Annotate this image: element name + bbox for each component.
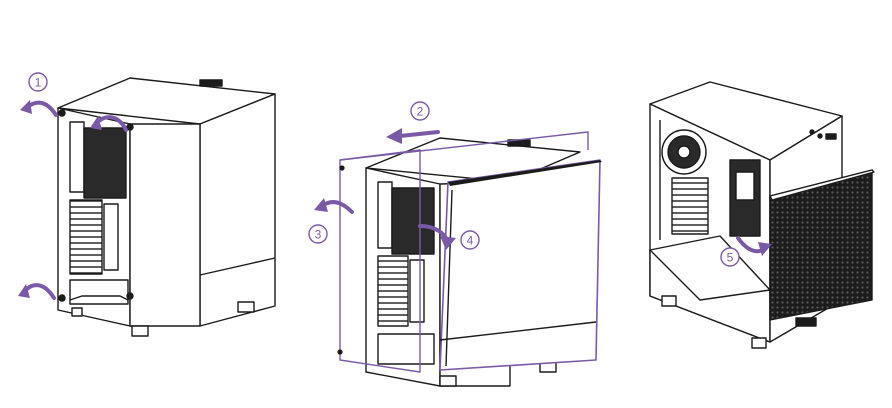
step-badge-5: 5	[720, 247, 740, 267]
curved-arrow-icon	[20, 100, 58, 117]
case-panel-removal-view	[337, 131, 602, 387]
thumbscrew-icon	[339, 165, 345, 171]
straight-arrow-icon	[386, 128, 440, 144]
svg-text:2: 2	[417, 105, 424, 119]
svg-text:5: 5	[727, 251, 734, 265]
step-badge-2: 2	[410, 101, 430, 121]
case-front-panel-view	[649, 81, 875, 349]
curved-arrow-icon	[736, 236, 772, 256]
curved-arrow-icon	[314, 198, 354, 214]
thumbscrew-icon	[126, 123, 134, 131]
curved-arrow-icon	[18, 283, 56, 300]
svg-text:3: 3	[315, 228, 322, 242]
curved-arrow-icon	[418, 224, 456, 250]
thumbscrew-icon	[58, 294, 66, 302]
svg-text:4: 4	[467, 234, 474, 248]
svg-text:1: 1	[35, 76, 42, 90]
curved-arrow-icon	[90, 115, 128, 132]
step-badge-1: 1	[28, 72, 48, 92]
thumbscrew-icon	[58, 109, 66, 117]
logo-icon	[795, 317, 817, 327]
thumbscrew-icon	[126, 292, 134, 300]
step-badge-4: 4	[460, 230, 480, 250]
thumbscrew-icon	[337, 349, 343, 355]
case-rear-view	[57, 77, 276, 337]
step-badge-3: 3	[308, 224, 328, 244]
